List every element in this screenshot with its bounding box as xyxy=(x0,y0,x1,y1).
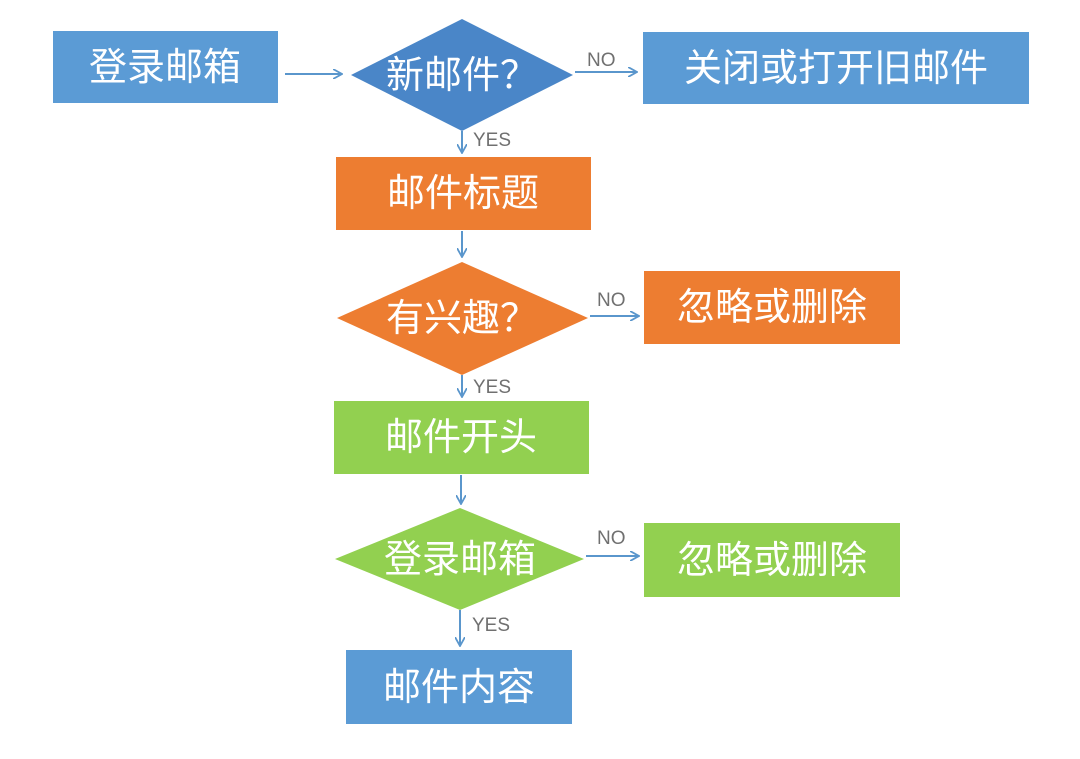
close-open-old-box: 关闭或打开旧邮件 xyxy=(643,32,1029,104)
edge-label-no-1: NO xyxy=(587,50,616,71)
interested-decision: 有兴趣？ xyxy=(337,262,588,375)
login-box-label: 登录邮箱 xyxy=(89,45,241,89)
new-mail-decision: 新邮件？ xyxy=(351,19,573,131)
edge-label-yes-1: YES xyxy=(473,130,511,151)
ignore-delete-2-label: 忽略或删除 xyxy=(677,538,867,582)
ignore-delete-1-label: 忽略或删除 xyxy=(677,285,867,329)
mail-subject-box: 邮件标题 xyxy=(336,157,591,230)
login-box: 登录邮箱 xyxy=(53,31,278,103)
edge-label-yes-3: YES xyxy=(472,615,510,636)
ignore-delete-box-1: 忽略或删除 xyxy=(644,271,900,344)
close-open-old-label: 关闭或打开旧邮件 xyxy=(684,46,988,90)
new-mail-decision-label: 新邮件？ xyxy=(386,53,538,97)
edge-label-yes-2: YES xyxy=(473,377,511,398)
mail-content-label: 邮件内容 xyxy=(383,665,535,709)
edge-label-no-2: NO xyxy=(597,290,626,311)
mail-opening-label: 邮件开头 xyxy=(385,415,537,459)
login-decision-label: 登录邮箱 xyxy=(384,537,536,581)
mail-content-box: 邮件内容 xyxy=(346,650,572,724)
mail-subject-label: 邮件标题 xyxy=(387,171,539,215)
ignore-delete-box-2: 忽略或删除 xyxy=(644,523,900,597)
login-decision: 登录邮箱 xyxy=(335,508,584,610)
interested-decision-label: 有兴趣？ xyxy=(386,296,538,340)
mail-opening-box: 邮件开头 xyxy=(334,401,589,474)
edge-label-no-3: NO xyxy=(597,528,626,549)
